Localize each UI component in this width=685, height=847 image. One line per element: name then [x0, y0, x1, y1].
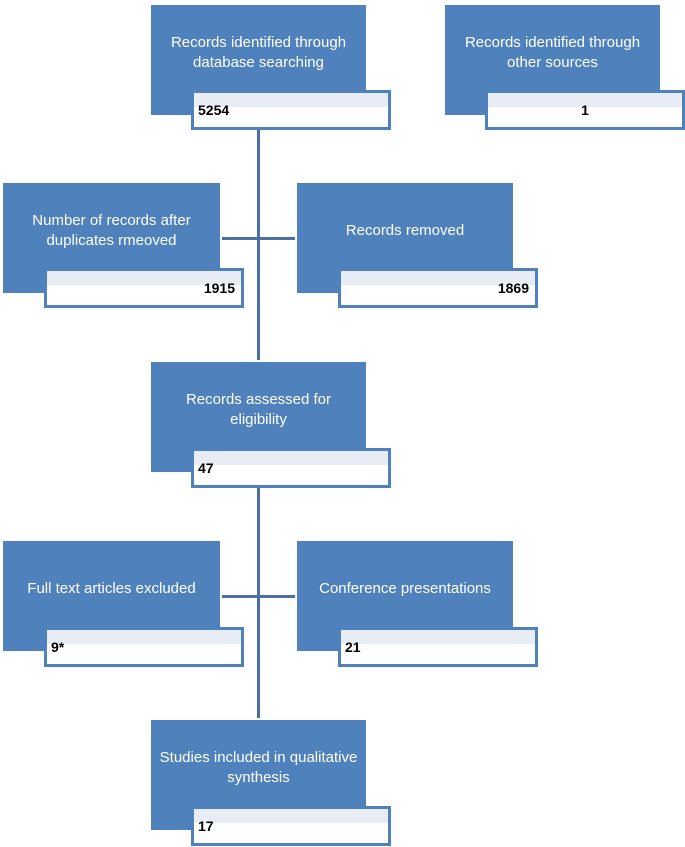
count-conference-presentations-value: 21	[345, 639, 361, 655]
node-conference-presentations-label: Conference presentations	[319, 580, 491, 597]
count-records-removed: 1869	[338, 268, 538, 308]
count-full-text-excluded-value: 9*	[51, 639, 65, 655]
count-records-removed-value: 1869	[497, 280, 529, 296]
connector-db-to-assessed	[257, 125, 260, 360]
count-records-assessed-value: 47	[198, 460, 214, 476]
connector-duplicates-removed	[222, 237, 295, 240]
node-studies-included-label: Studies included in qualitative synthesi…	[159, 749, 358, 786]
count-full-text-excluded: 9*	[44, 627, 244, 667]
count-studies-included: 17	[191, 806, 391, 846]
count-identified-other: 1	[485, 90, 685, 130]
node-records-removed-label: Records removed	[345, 222, 465, 239]
node-after-duplicates-label: Number of records after duplicates rmeov…	[32, 212, 191, 249]
count-identified-database-value: 5254	[198, 102, 230, 118]
node-records-assessed-label: Records assessed for eligibility	[185, 391, 332, 428]
node-identified-database-label: Records identified through database sear…	[170, 34, 347, 71]
count-after-duplicates-value: 1915	[203, 280, 235, 296]
node-identified-other-label: Records identified through other sources	[464, 34, 641, 71]
count-identified-other-value: 1	[581, 102, 589, 118]
connector-excluded-conference	[222, 595, 295, 598]
count-studies-included-value: 17	[198, 818, 214, 834]
count-identified-database: 5254	[191, 90, 391, 130]
count-conference-presentations: 21	[338, 627, 538, 667]
count-after-duplicates: 1915	[44, 268, 244, 308]
count-records-assessed: 47	[191, 448, 391, 488]
connector-assessed-to-included	[257, 480, 260, 718]
node-full-text-excluded-label: Full text articles excluded	[27, 580, 196, 597]
